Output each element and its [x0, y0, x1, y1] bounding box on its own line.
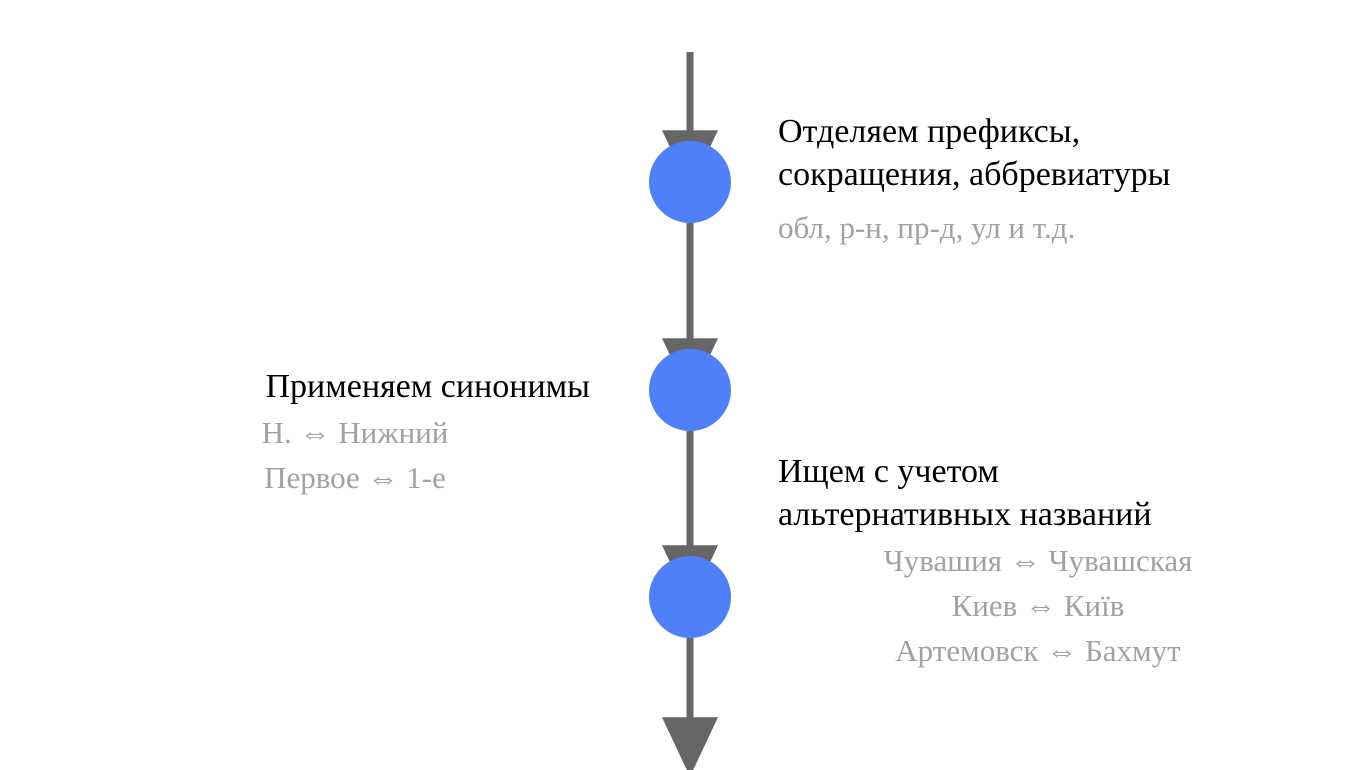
example-line: Артемовск ⇔ Бахмут [895, 633, 1181, 668]
step-title-alternatives: Ищем с учетом альтернативных названий [778, 453, 1152, 533]
step-title-synonyms: Применяем синонимы [265, 368, 590, 405]
step-examples-alternatives: Чувашия ⇔ Чувашская Киев ⇔ Київ Артемовс… [778, 538, 1298, 673]
example-line: Н. ⇔ Нижний [261, 415, 449, 450]
step-label-synonyms: Применяем синонимы Н. ⇔ Нижний Первое ⇔ … [120, 365, 590, 500]
step-label-alternatives: Ищем с учетом альтернативных названий Чу… [778, 450, 1298, 673]
step-examples-synonyms: Н. ⇔ Нижний Первое ⇔ 1-е [120, 410, 590, 500]
flow-node-1 [649, 141, 731, 223]
step-title-prefixes: Отделяем префиксы, сокращения, аббревиат… [778, 113, 1171, 193]
flow-node-3 [649, 556, 731, 638]
example-line: Первое ⇔ 1-е [264, 460, 446, 495]
example-line: Киев ⇔ Київ [951, 588, 1125, 623]
step-examples-prefixes: обл, р-н, пр-д, ул и т.д. [778, 205, 1318, 250]
flow-node-2 [649, 349, 731, 431]
example-line: Чувашия ⇔ Чувашская [883, 543, 1193, 578]
example-line: обл, р-н, пр-д, ул и т.д. [778, 210, 1076, 245]
step-label-prefixes: Отделяем префиксы, сокращения, аббревиат… [778, 110, 1318, 250]
